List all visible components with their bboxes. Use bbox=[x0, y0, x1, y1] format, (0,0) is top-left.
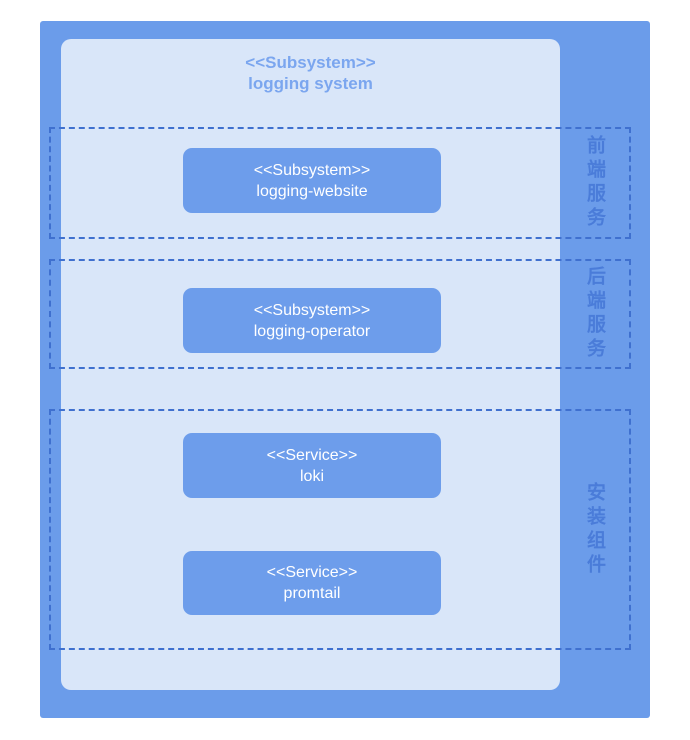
node-loki: <<Service>> loki bbox=[183, 433, 441, 498]
logging-system-name: logging system bbox=[248, 74, 373, 93]
node-logging-website-stereotype: <<Subsystem>> bbox=[253, 161, 371, 179]
node-promtail: <<Service>> promtail bbox=[183, 551, 441, 615]
node-logging-operator-name: logging-operator bbox=[253, 322, 371, 340]
section-label-backend: 后端服务 bbox=[584, 266, 605, 362]
node-logging-operator: <<Subsystem>> logging-operator bbox=[183, 288, 441, 353]
section-install-components: 安装组件 bbox=[49, 409, 631, 650]
node-logging-website: <<Subsystem>> logging-website bbox=[183, 148, 441, 213]
section-label-frontend: 前端服务 bbox=[584, 135, 605, 231]
node-promtail-name: promtail bbox=[283, 585, 341, 602]
node-loki-stereotype: <<Service>> bbox=[266, 446, 358, 464]
node-promtail-stereotype: <<Service>> bbox=[266, 564, 358, 581]
section-backend-services: 后端服务 bbox=[49, 259, 631, 369]
section-label-install: 安装组件 bbox=[584, 481, 605, 578]
logging-system-title: <<Subsystem>> logging system bbox=[61, 52, 560, 94]
logging-system-stereotype: <<Subsystem>> bbox=[245, 53, 376, 72]
node-logging-operator-stereotype: <<Subsystem>> bbox=[253, 301, 371, 319]
node-loki-name: loki bbox=[299, 467, 324, 485]
node-logging-website-name: logging-website bbox=[256, 182, 368, 200]
section-frontend-services: 前端服务 bbox=[49, 127, 631, 239]
